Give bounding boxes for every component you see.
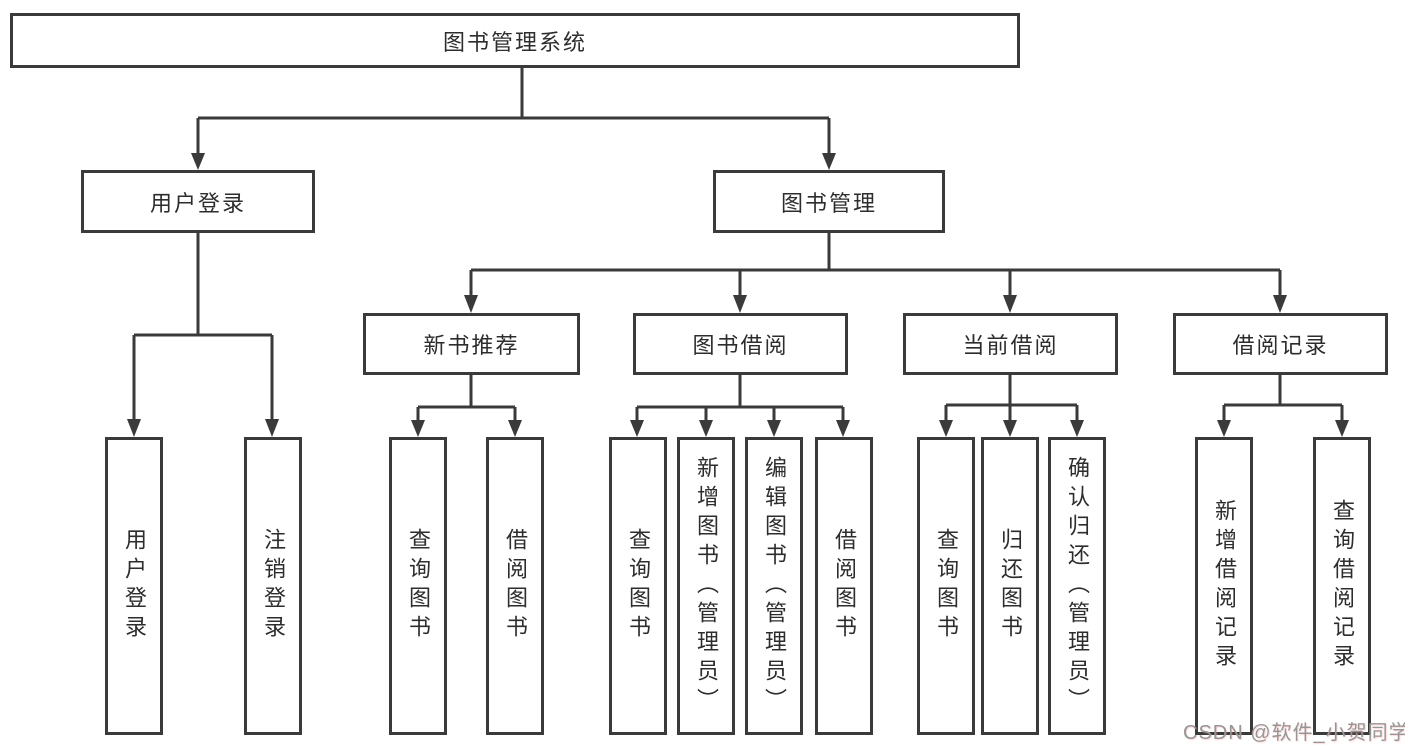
node-label: 确认归还（管理员） [1065,455,1090,717]
node-borrowing-records: 借阅记录 [1173,313,1388,375]
node-label: 图书管理系统 [442,29,587,55]
node-library-system-root: 图书管理系统 [10,13,1020,68]
node-label: 当前借阅 [962,333,1059,358]
node-label: 归还图书 [998,528,1023,644]
node-leaf-query-books-current: 查询图书 [917,437,975,735]
node-leaf-borrow-books-recommend: 借阅图书 [486,437,544,735]
node-label: 注销登录 [261,528,286,644]
node-leaf-query-books-borrow: 查询图书 [609,437,667,735]
node-label: 图书借阅 [692,333,789,358]
node-leaf-query-borrow-record: 查询借阅记录 [1313,437,1371,735]
node-user-login: 用户登录 [81,170,315,233]
node-current-borrowing: 当前借阅 [903,313,1118,375]
node-leaf-user-login: 用户登录 [105,437,163,735]
node-label: 查询图书 [934,528,959,644]
node-leaf-edit-books-admin: 编辑图书（管理员） [745,437,803,735]
node-label: 新书推荐 [423,333,520,358]
node-label: 借阅记录 [1232,333,1329,358]
node-label: 新增图书（管理员） [694,455,719,717]
node-new-book-recommendation: 新书推荐 [363,313,580,375]
node-leaf-add-books-admin: 新增图书（管理员） [677,437,735,735]
node-label: 借阅图书 [503,528,528,644]
node-leaf-query-books-recommend: 查询图书 [389,437,447,735]
node-label: 用户登录 [122,528,147,644]
node-leaf-return-books: 归还图书 [981,437,1039,735]
node-label: 图书管理 [780,190,877,216]
node-leaf-add-borrow-record: 新增借阅记录 [1195,437,1253,735]
node-label: 借阅图书 [832,528,857,644]
node-leaf-logout: 注销登录 [244,437,302,735]
node-leaf-borrow-books: 借阅图书 [815,437,873,735]
csdn-watermark: CSDN @软件_小贺同学 [1183,722,1405,744]
node-label: 查询图书 [406,528,431,644]
node-label: 用户登录 [149,190,246,216]
node-book-management: 图书管理 [713,170,945,233]
node-label: 新增借阅记录 [1212,499,1237,673]
node-leaf-confirm-return-admin: 确认归还（管理员） [1048,437,1106,735]
node-label: 查询图书 [626,528,651,644]
node-label: 查询借阅记录 [1330,499,1355,673]
node-book-borrowing: 图书借阅 [633,313,848,375]
node-label: 编辑图书（管理员） [762,455,787,717]
